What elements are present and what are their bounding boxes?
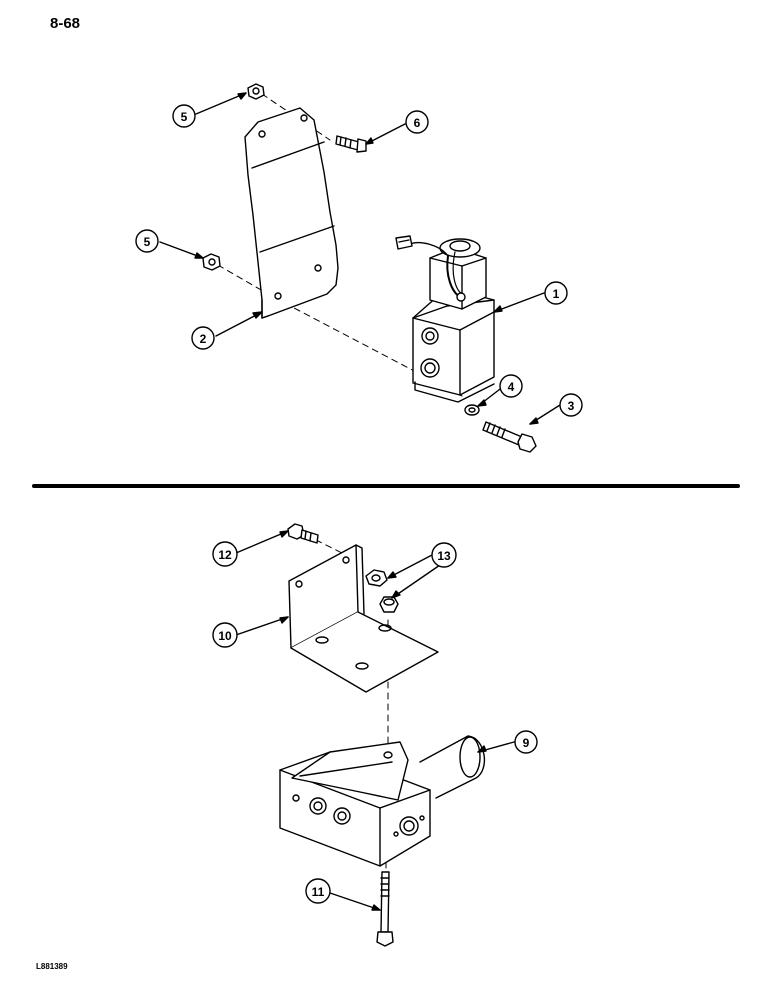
bolt-part-3: [482, 421, 537, 453]
callout-5-upper: 5: [181, 110, 188, 124]
callouts: [135, 92, 583, 911]
valve-body-part-9: [279, 735, 486, 867]
mounting-plate-part-2: [244, 107, 339, 319]
l-bracket-part-10: [288, 544, 439, 693]
callout-3: 3: [568, 399, 575, 413]
callout-2: 2: [200, 332, 207, 346]
figure-code: L881389: [36, 962, 68, 971]
nut-part-5-lower: [202, 253, 221, 271]
washer-part-4: [464, 404, 480, 416]
nut-part-13-upper: [365, 569, 388, 587]
callout-1: 1: [553, 287, 560, 301]
callout-4: 4: [508, 380, 515, 394]
page-number: 8-68: [50, 15, 81, 32]
callout-13: 13: [437, 549, 451, 563]
solenoid-valve-part-1: [395, 235, 495, 403]
nut-part-13-lower: [379, 596, 399, 613]
callout-10: 10: [218, 629, 232, 643]
callout-labels: 5 6 5 2 1 4 3 12 13 10 9 11: [144, 110, 575, 899]
bolt-part-6: [335, 135, 367, 153]
callout-5-lower: 5: [144, 235, 151, 249]
bolt-part-12: [287, 523, 319, 544]
callout-11: 11: [312, 885, 325, 899]
callout-6: 6: [414, 116, 421, 130]
nut-part-5-upper: [247, 83, 265, 100]
bolt-part-11: [376, 871, 394, 947]
callout-12: 12: [218, 548, 232, 562]
callout-9: 9: [523, 736, 530, 750]
